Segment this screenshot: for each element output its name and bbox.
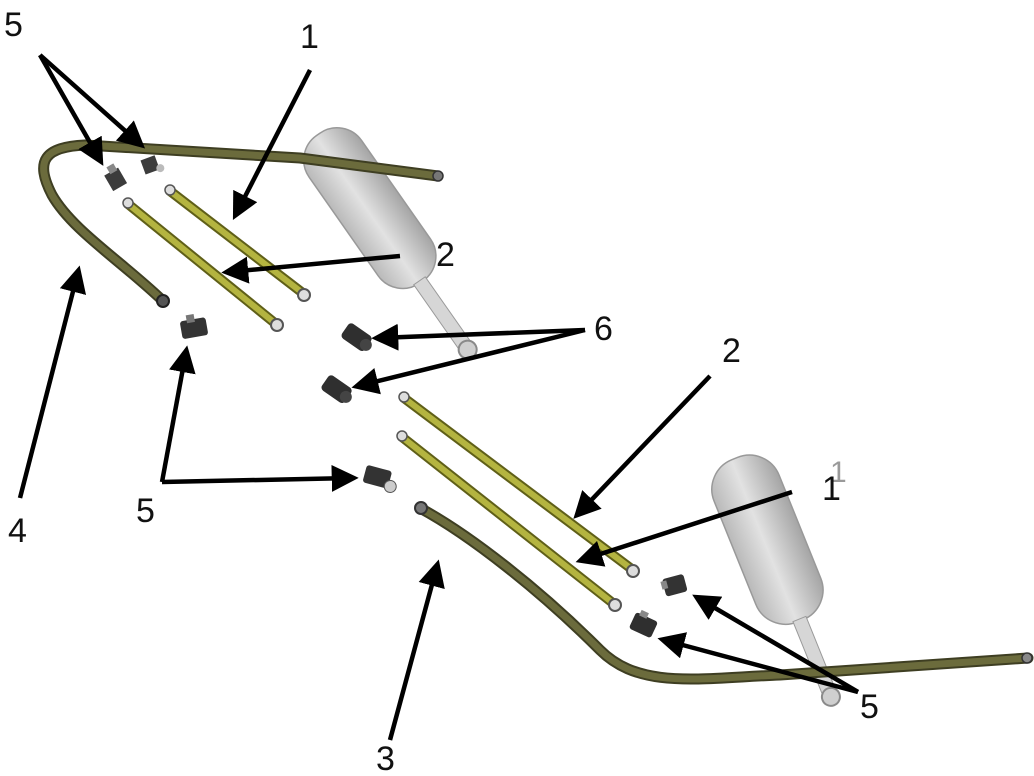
label-1-top: 1 xyxy=(300,18,319,56)
fitting-5-top-a xyxy=(104,163,128,192)
arrow-2-upper xyxy=(221,253,401,284)
fitting-6-upper xyxy=(341,323,372,352)
label-4: 4 xyxy=(8,512,27,550)
arrow-5-to-center xyxy=(161,464,359,492)
arrow-6-to-upper xyxy=(371,323,586,351)
leader-arrows xyxy=(17,53,860,741)
arrow-5-to-fitting-a xyxy=(38,53,104,166)
arrow-5-to-right-b xyxy=(657,632,859,695)
fitting-5-left xyxy=(180,314,208,339)
fitting-6-lower xyxy=(321,375,352,404)
label-3: 3 xyxy=(376,740,395,776)
arrow-2-lower xyxy=(573,374,712,519)
label-6: 6 xyxy=(594,310,613,348)
label-1-faint: 1 xyxy=(830,456,847,489)
label-2-upper: 2 xyxy=(436,236,455,274)
label-2-lower: 2 xyxy=(722,332,741,370)
hose-4 xyxy=(38,139,444,308)
fitting-5-top-b xyxy=(140,155,165,175)
arrow-5-to-fitting-b xyxy=(38,53,146,149)
arrow-5-to-right-a xyxy=(692,594,860,694)
label-1-lower: 1 xyxy=(822,470,841,508)
arrow-6-to-lower xyxy=(351,327,586,395)
label-5-bottom-right: 5 xyxy=(860,688,879,726)
arrow-5-to-left xyxy=(159,345,196,483)
fitting-5-right-b xyxy=(629,609,658,638)
arrow-1-upper xyxy=(232,68,313,221)
fitting-5-right-a xyxy=(660,574,688,597)
arrow-1-lower xyxy=(575,489,793,567)
tube-1-lower xyxy=(396,430,622,612)
fitting-5-center xyxy=(363,465,397,493)
tube-2-upper xyxy=(122,197,284,332)
tube-1-upper xyxy=(164,184,311,302)
tube-2-lower xyxy=(398,391,640,578)
arrow-4 xyxy=(17,265,87,499)
hose-3 xyxy=(414,501,1034,685)
label-5-mid: 5 xyxy=(136,492,155,530)
arrow-3 xyxy=(387,559,445,741)
label-5-top-left: 5 xyxy=(4,6,23,44)
